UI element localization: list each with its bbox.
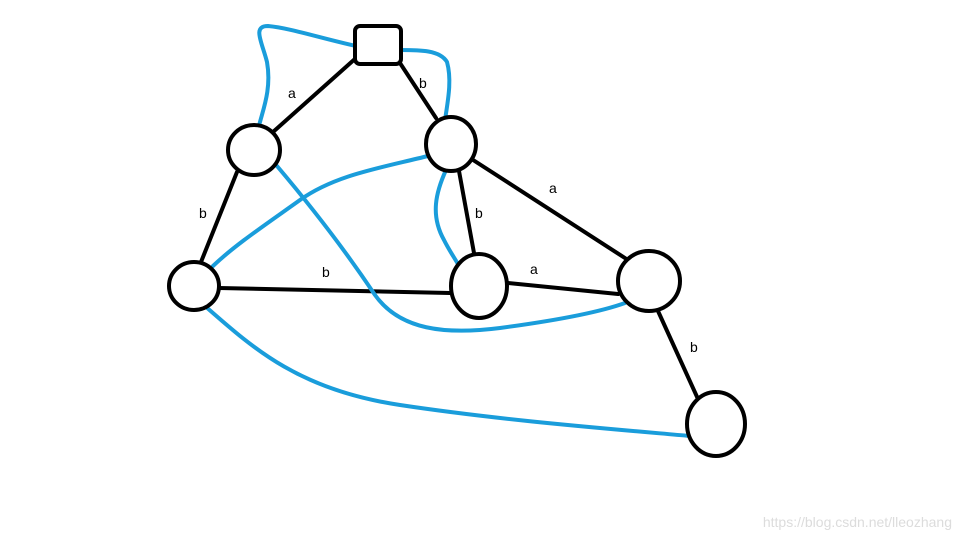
edge-left-mid-center — [217, 286, 452, 295]
blue-edge-root-right-top — [398, 48, 452, 122]
edge-labels: a b b b a b a b — [199, 75, 698, 355]
node-left-mid — [167, 260, 221, 312]
blue-edge-root-left-top — [257, 23, 358, 128]
root-square-node — [353, 24, 403, 66]
edge-right-mid-bottom-right — [656, 309, 700, 401]
blue-edge-right-top-center — [433, 168, 461, 268]
watermark: https://blog.csdn.net/lleozhang — [763, 514, 952, 530]
blue-edges — [203, 23, 692, 438]
blue-edge-left-top-right-mid — [275, 164, 627, 333]
edge-center-right-mid — [506, 281, 620, 296]
edge-root-left-top — [271, 56, 358, 134]
black-edges — [199, 56, 700, 401]
node-center — [449, 252, 509, 320]
label-root-left-top: a — [288, 85, 296, 101]
edge-right-top-right-mid — [468, 156, 630, 262]
edge-right-top-center — [457, 169, 476, 255]
label-right-top-right-mid: a — [549, 180, 557, 196]
label-right-top-center: b — [475, 205, 483, 221]
node-bottom-right — [685, 390, 747, 458]
label-root-right-top: b — [419, 75, 427, 91]
nodes — [167, 24, 747, 458]
label-left-top-left-mid: b — [199, 205, 207, 221]
node-left-top — [226, 123, 282, 177]
blue-edge-left-mid-bottom-right — [203, 304, 692, 438]
label-right-mid-bottom-right: b — [690, 339, 698, 355]
node-right-mid — [616, 249, 682, 313]
edge-root-right-top — [396, 58, 438, 120]
label-left-mid-center: b — [322, 264, 330, 280]
label-center-right-mid: a — [530, 261, 538, 277]
edge-left-top-left-mid — [199, 170, 239, 264]
blue-edge-right-top-left-mid — [211, 154, 430, 268]
node-right-top — [424, 115, 478, 173]
